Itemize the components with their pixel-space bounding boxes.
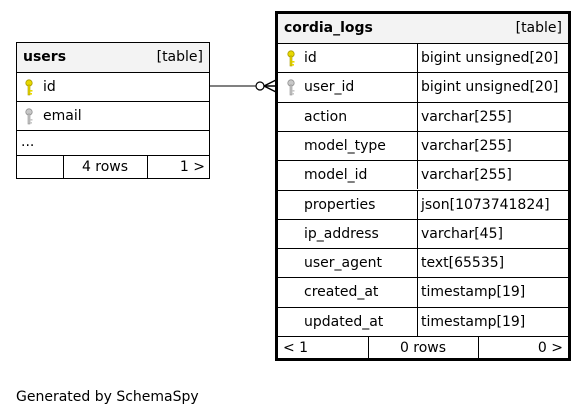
column-divider (417, 102, 418, 131)
cordia-logs-table-header: cordia_logs [table] (278, 14, 568, 43)
cordia-logs-column-id[interactable]: id bigint unsigned[20] (278, 43, 568, 73)
column-name: ip_address (304, 225, 379, 242)
users-more-row: ... (17, 130, 209, 155)
column-name: properties (304, 196, 376, 213)
column-divider (417, 73, 418, 102)
users-footer-divider (147, 156, 148, 178)
users-column-id[interactable]: id (17, 72, 209, 101)
cordia-logs-column-user-agent[interactable]: user_agent text[65535] (278, 248, 568, 278)
generated-by-footer: Generated by SchemaSpy (16, 389, 199, 405)
cordia-logs-column-action[interactable]: action varchar[255] (278, 101, 568, 131)
cordia-logs-column-ip-address[interactable]: ip_address varchar[45] (278, 218, 568, 249)
cordia-logs-table-name: cordia_logs (284, 20, 373, 36)
cordia-logs-column-created-at[interactable]: created_at timestamp[19] (278, 277, 568, 307)
column-name: user_agent (304, 255, 382, 272)
column-divider (417, 131, 418, 161)
users-column-name: id (43, 79, 56, 95)
column-name: model_type (304, 137, 386, 154)
cordia-logs-column-updated-at[interactable]: updated_at timestamp[19] (278, 306, 568, 336)
column-divider (417, 219, 418, 249)
logs-row-count: 0 rows (399, 340, 447, 356)
column-divider (417, 307, 418, 336)
column-divider (417, 249, 418, 278)
users-table[interactable]: users [table] id email ... 4 rows 1 > (16, 42, 210, 179)
foreign-key-icon (287, 79, 295, 96)
column-name: created_at (304, 284, 379, 301)
column-name: id (304, 50, 317, 66)
users-table-tag: [table] (156, 49, 203, 65)
column-name: model_id (304, 167, 368, 184)
users-next-link[interactable]: 1 > (179, 159, 205, 175)
column-divider (417, 278, 418, 307)
logs-prev-link[interactable]: < 1 (283, 340, 309, 356)
cordia-logs-table-tag: [table] (515, 20, 562, 36)
users-table-name: users (23, 49, 67, 65)
users-column-name: email (43, 108, 82, 124)
column-type: bigint unsigned[20] (421, 50, 559, 66)
column-divider (417, 44, 418, 73)
users-column-email[interactable]: email (17, 101, 209, 130)
users-table-header: users [table] (17, 43, 209, 72)
column-type: timestamp[19] (421, 284, 526, 301)
column-type: json[1073741824] (421, 196, 550, 213)
logs-footer-divider (478, 337, 479, 358)
column-type: text[65535] (421, 255, 505, 272)
cordia-logs-column-properties[interactable]: properties json[1073741824] (278, 189, 568, 219)
cordia-logs-table[interactable]: cordia_logs [table] id bigint unsigned[20… (275, 11, 571, 361)
column-type: varchar[45] (421, 225, 503, 242)
cordia-logs-column-model-type[interactable]: model_type varchar[255] (278, 130, 568, 161)
logs-footer-divider (368, 337, 369, 358)
column-type: varchar[255] (421, 167, 512, 184)
primary-key-icon (25, 79, 33, 96)
cordia-logs-table-footer: < 1 0 rows 0 > (278, 336, 568, 358)
column-type: varchar[255] (421, 108, 512, 125)
cordia-logs-column-model-id[interactable]: model_id varchar[255] (278, 160, 568, 190)
users-ellipsis: ... (21, 134, 35, 150)
primary-key-icon (287, 50, 295, 67)
users-row-count: 4 rows (81, 159, 129, 175)
column-divider (417, 190, 418, 219)
logs-next-link[interactable]: 0 > (537, 340, 563, 356)
column-divider (417, 161, 418, 190)
users-table-footer: 4 rows 1 > (17, 155, 209, 178)
column-name: updated_at (304, 313, 384, 330)
cordia-logs-column-user-id[interactable]: user_id bigint unsigned[20] (278, 72, 568, 102)
column-name: action (304, 108, 348, 125)
foreign-key-icon (25, 108, 33, 125)
users-footer-divider (63, 156, 64, 178)
column-type: varchar[255] (421, 137, 512, 154)
edge-zero-marker (255, 81, 265, 91)
column-type: timestamp[19] (421, 313, 526, 330)
column-type: bigint unsigned[20] (421, 79, 559, 96)
column-name: user_id (304, 79, 355, 96)
